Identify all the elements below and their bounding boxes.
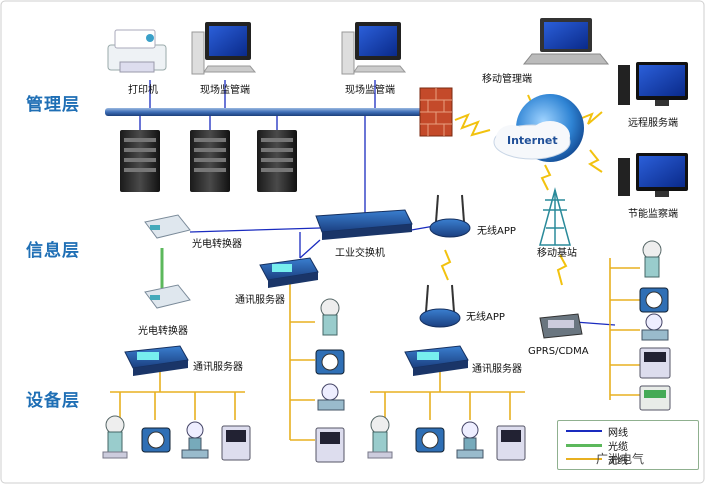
label-mobile-manager: 移动管理端 [482,74,532,85]
label-internet: Internet [507,134,558,147]
water-meter-icon [415,427,445,453]
panel-meter-icon [639,347,671,379]
comm-server-icon [404,345,469,376]
panel-meter-icon [315,427,345,463]
desktop-monitor-icon [191,22,257,75]
server-rack-icon [257,130,297,192]
label-gprs-cdma: GPRS/CDMA [528,346,589,357]
label-wireless-app-2: 无线APP [466,312,505,323]
server-rack-icon [190,130,230,192]
gprs-terminal-icon [539,313,583,339]
layer-title-information: 信息层 [26,241,80,261]
water-meter-icon [315,349,345,375]
layer-title-equipment: 设备层 [26,391,80,411]
field-instrument-icon [367,415,393,459]
industrial-switch-icon [315,209,413,240]
label-site-monitor-2: 现场监管端 [345,85,395,96]
panel-meter-icon [496,425,526,461]
label-printer: 打印机 [128,85,158,96]
field-instrument-icon [320,298,340,336]
firewall-icon [419,87,453,137]
field-instrument-icon [642,240,662,278]
cell-tower-icon [539,187,571,246]
photoelectric-converter-icon [144,214,191,239]
label-site-monitor-1: 现场监管端 [200,85,250,96]
legend-item-wireless: 无线 [558,452,698,467]
legend-item-fiber: 光缆 [558,438,698,453]
flow-meter-icon [181,421,209,459]
network-bus [105,108,425,116]
laptop-icon [522,18,610,65]
flow-meter-icon [317,383,345,411]
label-photoelectric-2: 光电转换器 [138,326,188,337]
flow-meter-icon [641,313,669,341]
label-photoelectric-1: 光电转换器 [192,239,242,250]
legend: 网线 光缆 无线 [557,420,699,470]
desktop-monitor-icon [341,22,407,75]
watermark: 广洲电气 [596,452,645,466]
label-wireless-app-1: 无线APP [477,226,516,237]
legend-label-wireless: 无线 [608,456,628,467]
water-meter-icon [141,427,171,453]
legend-swatch-wireless [566,458,602,460]
legend-swatch-network [566,430,602,432]
legend-swatch-fiber [566,444,602,447]
equipment-bus-lines [110,258,640,441]
legend-label-fiber: 光缆 [608,442,628,453]
comm-server-icon [124,345,189,376]
label-energy-monitor: 节能监察端 [628,209,678,220]
label-comm-server-2: 通讯服务器 [193,362,243,373]
label-remote-server: 远程服务端 [628,118,678,129]
printer-icon [107,29,167,73]
label-industrial-switch: 工业交换机 [335,248,385,259]
panel-meter-icon [221,425,251,461]
label-comm-server-3: 通讯服务器 [472,364,522,375]
wireless-router-icon [419,284,461,328]
layer-title-management: 管理层 [26,95,80,115]
legend-item-network: 网线 [558,424,698,439]
wireless-links [440,94,603,286]
legend-label-network: 网线 [608,428,628,439]
internet-cloud-icon [493,94,584,162]
flow-meter-icon [456,421,484,459]
field-instrument-icon [102,415,128,459]
desktop-computer-icon [618,62,688,106]
water-meter-icon [639,287,669,313]
comm-server-icon [259,257,319,288]
photoelectric-converter-icon [144,284,191,309]
server-rack-icon [120,130,160,192]
panel-meter-icon [639,385,671,411]
wireless-router-icon [429,194,471,238]
desktop-computer-icon [618,153,688,197]
label-mobile-base-station: 移动基站 [537,248,577,259]
label-comm-server-1: 通讯服务器 [235,295,285,306]
